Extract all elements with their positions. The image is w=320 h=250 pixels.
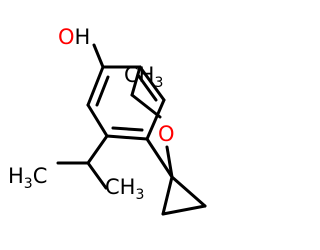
methyl-top-sub: 3 — [154, 75, 163, 91]
ring-bond-c3-c4 — [105, 134, 149, 141]
ring-bond-c5-c6 — [138, 65, 166, 102]
bond-ethyl-chain — [130, 93, 162, 119]
methyl-left-h: H — [8, 164, 24, 188]
ring-double-bond-inner-1 — [95, 75, 110, 107]
bond-ring-to-isopropyl — [86, 134, 109, 165]
methyl-right-sub: 3 — [135, 187, 144, 203]
ring-bond-c2-c3 — [86, 103, 109, 138]
methyl-top-c: C — [124, 63, 139, 87]
ring-bond-c1-c2 — [86, 65, 105, 107]
methyl-left-label: H3C — [8, 164, 47, 192]
bond-cyclopropyl-left — [161, 175, 174, 216]
ring-double-bond-inner-2 — [111, 126, 144, 132]
ring-bond-c4-c5 — [145, 98, 166, 141]
isopropyl-group — [56, 134, 109, 190]
bond-ring-to-cyclopropyl — [145, 137, 174, 179]
methyl-right-label: CH3 — [105, 175, 144, 203]
ethyl-group — [130, 65, 162, 119]
ring-double-bond-inner-3 — [136, 73, 158, 102]
hydroxyl-label: OH — [58, 25, 90, 49]
bond-cyclopropyl-top-right — [170, 175, 207, 208]
hydroxyl-h: H — [75, 25, 91, 49]
bond-ring-to-ethyl — [130, 65, 142, 97]
bond-isopropyl-right-methyl — [86, 161, 108, 190]
methyl-top-label: CH3 — [124, 63, 163, 91]
methyl-top-h: H — [139, 63, 155, 87]
cyclopropoxy-group — [145, 137, 207, 216]
bond-hydroxyl — [92, 43, 105, 69]
molecule-structure-diagram: OH O CH3 H3C CH3 — [8, 25, 207, 216]
benzene-ring — [86, 65, 166, 141]
methyl-right-h: H — [120, 175, 136, 199]
methyl-left-sub: 3 — [24, 176, 33, 192]
methyl-right-c: C — [105, 175, 120, 199]
methyl-left-c: C — [33, 164, 48, 188]
ether-oxygen-label: O — [158, 122, 175, 146]
hydroxyl-o: O — [58, 25, 75, 49]
bond-ether-o-to-cyclopropyl — [165, 145, 174, 179]
bond-cyclopropyl-bottom — [161, 204, 207, 216]
